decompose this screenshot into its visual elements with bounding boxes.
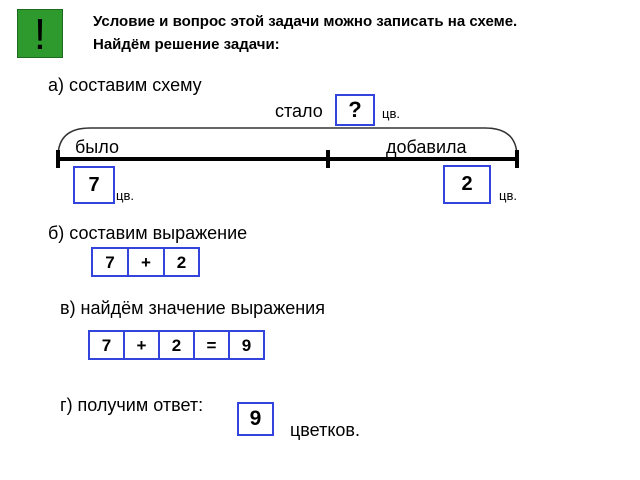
equation-cell: + (125, 332, 160, 358)
part2-unit: цв. (499, 188, 517, 203)
total-unit: цв. (382, 106, 400, 121)
equation-box: 7 + 2 = 9 (88, 330, 265, 360)
part1-value-box: 7 (73, 166, 115, 204)
step-c-label: в) найдём значение выражения (60, 298, 325, 318)
equation-cell: 7 (90, 332, 125, 358)
step-d-label: г) получим ответ: (60, 395, 204, 415)
total-brace (57, 127, 518, 158)
exclamation-icon: ! (17, 9, 63, 59)
answer-unit: цветков. (290, 420, 360, 440)
expression-box: 7 + 2 (91, 247, 200, 277)
part2-label: добавила (386, 137, 467, 157)
step-b-label: б) составим выражение (48, 223, 248, 243)
header-line-2: Найдём решение задачи: (93, 36, 280, 53)
equation-cell: 9 (241, 336, 252, 355)
answer-box: 9 (237, 402, 274, 436)
header-line-1: Условие и вопрос этой задачи можно запис… (93, 13, 518, 30)
part1-label: было (75, 137, 119, 157)
part2-value-box: 2 (443, 165, 491, 204)
part1-unit: цв. (116, 188, 134, 203)
total-value-box: ? (335, 94, 375, 126)
step-a-label: а) составим схему (48, 75, 202, 95)
equation-cell: 2 (160, 332, 195, 358)
task-header: Условие и вопрос этой задачи можно запис… (93, 10, 517, 56)
expression-cell: + (129, 249, 165, 275)
expression-cell: 2 (176, 253, 187, 272)
expression-cell: 7 (93, 249, 129, 275)
total-label: стало (275, 101, 323, 121)
equation-cell: = (195, 332, 230, 358)
